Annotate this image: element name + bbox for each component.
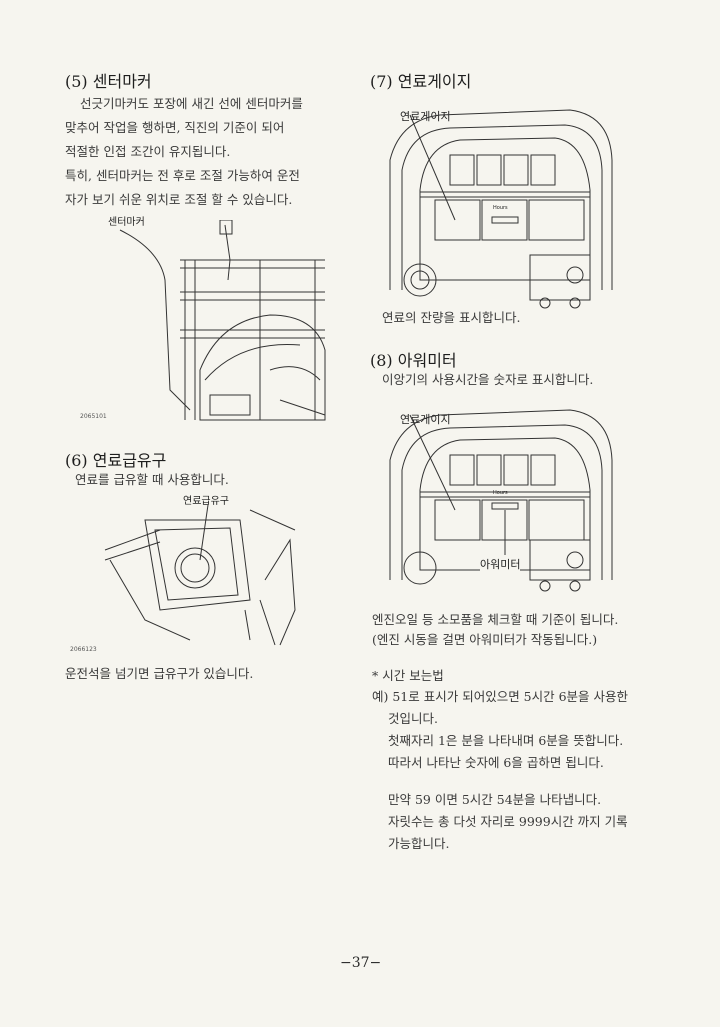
fuel-inlet-label: 연료급유구 <box>183 496 229 507</box>
figure-code: 2065101 <box>80 413 107 420</box>
section-8-line: (엔진 시동을 걸면 아워미터가 작동됩니다.) <box>372 632 598 647</box>
howto-line: 자릿수는 총 다섯 자리로 9999시간 까지 기록 <box>388 814 628 829</box>
section-6-caption: 운전석을 넘기면 급유구가 있습니다. <box>65 666 254 681</box>
section-7-title: (7) 연료게이지 <box>370 72 472 91</box>
section-5-line: 맞추어 작업을 행하면, 직진의 기준이 되어 <box>65 120 285 135</box>
section-5-title: (5) 센터마커 <box>65 72 152 91</box>
hours-display-label: Hours <box>493 205 508 211</box>
section-5-line: 선긋기마커도 포장에 새긴 선에 센터마커를 <box>80 96 303 111</box>
page-number: −37− <box>340 955 382 971</box>
howto-line: 가능합니다. <box>388 836 450 851</box>
fuel-inlet-illustration <box>104 504 296 646</box>
howto-line: 예) 51로 표시가 되어있으면 5시간 6분을 사용한 <box>372 689 629 704</box>
howto-line: 만약 59 이면 5시간 54분을 나타냅니다. <box>388 792 602 807</box>
section-5-line: 적절한 인접 조간이 유지됩니다. <box>65 144 231 159</box>
howto-line: 따라서 나타난 숫자에 6을 곱하면 됩니다. <box>388 755 604 770</box>
hour-meter-panel-illustration <box>389 409 613 592</box>
figure-code: 2066123 <box>70 646 97 653</box>
section-8-line: 이앙기의 사용시간을 숫자로 표시합니다. <box>382 372 594 387</box>
center-marker-illustration <box>119 220 326 421</box>
section-5-line: 자가 보기 쉬운 위치로 조절 할 수 있습니다. <box>65 192 293 207</box>
fuel-gauge-label: 연료게이지 <box>400 413 451 426</box>
fuel-gauge-label: 연료게이지 <box>400 110 451 123</box>
section-8-line: 엔진오일 등 소모품을 체크할 때 기준이 됩니다. <box>372 612 619 627</box>
hour-meter-label: 아워미터 <box>480 556 521 572</box>
fuel-gauge-panel-illustration <box>389 109 613 309</box>
howto-line: 첫째자리 1은 분을 나타내며 6분을 뜻합니다. <box>388 733 624 748</box>
section-7-line: 연료의 잔량을 표시합니다. <box>382 310 521 325</box>
section-8-title: (8) 아워미터 <box>370 351 457 370</box>
howto-line: 것입니다. <box>388 711 438 726</box>
hours-display-label: Hours <box>493 490 508 496</box>
section-6-title: (6) 연료급유구 <box>65 451 167 470</box>
howto-title: * 시간 보는법 <box>372 668 444 683</box>
section-6-line: 연료를 급유할 때 사용합니다. <box>75 472 229 487</box>
center-marker-label: 센터마커 <box>108 217 145 228</box>
section-5-line: 특히, 센터마커는 전 후로 조절 가능하여 운전 <box>65 168 300 183</box>
